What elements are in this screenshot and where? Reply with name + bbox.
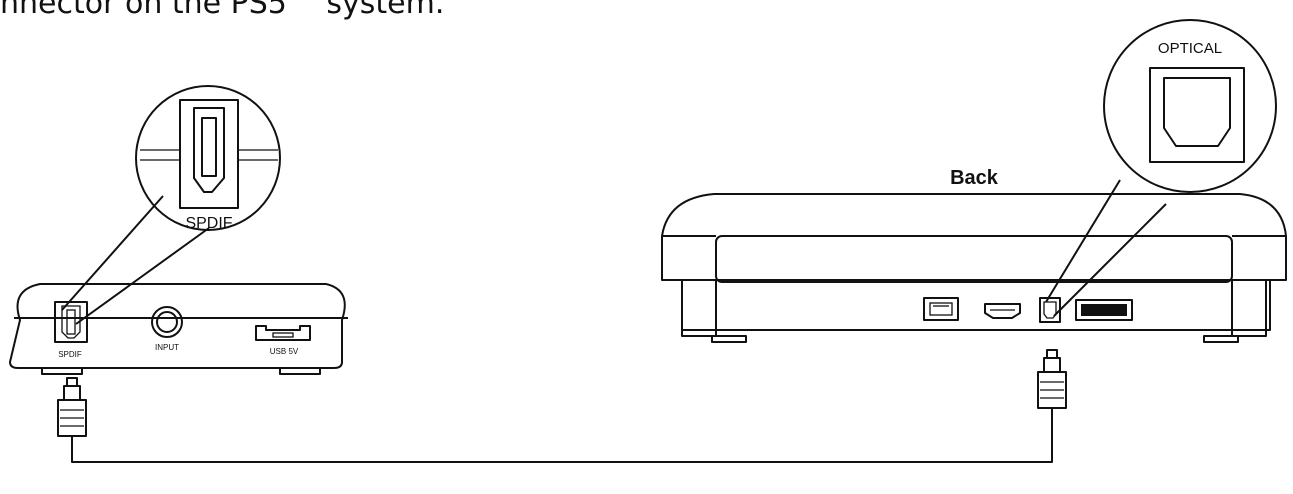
spdif-port-label: SPDIF — [58, 350, 82, 359]
back-label: Back — [950, 167, 999, 189]
hdmi-port — [984, 303, 1021, 319]
optical-cable — [71, 408, 1053, 463]
left-optical-plug — [57, 377, 87, 437]
left-foot — [41, 367, 83, 375]
usb-port — [255, 325, 311, 341]
input-jack — [151, 306, 183, 338]
optical-zoom-label: OPTICAL — [1158, 40, 1222, 57]
right-optical-plug — [1037, 349, 1067, 409]
rear-vent — [715, 235, 1233, 283]
optical-zoom-callout — [1045, 19, 1277, 317]
spdif-port — [54, 301, 88, 343]
right-leg — [1231, 279, 1267, 337]
spdif-zoom-callout — [61, 85, 281, 325]
ps5-console — [661, 193, 1287, 343]
right-foot — [279, 367, 321, 375]
input-port-label: INPUT — [155, 343, 179, 352]
optical-port — [1039, 297, 1061, 323]
spdif-zoom-label: SPDIF — [185, 215, 232, 232]
left-leg — [681, 279, 717, 337]
usb-port-label: USB 5V — [270, 347, 299, 356]
instruction-caption: nnector on the PS5™ system. — [0, 0, 445, 21]
ethernet-port — [923, 297, 959, 321]
usb-a-port — [1075, 299, 1133, 321]
